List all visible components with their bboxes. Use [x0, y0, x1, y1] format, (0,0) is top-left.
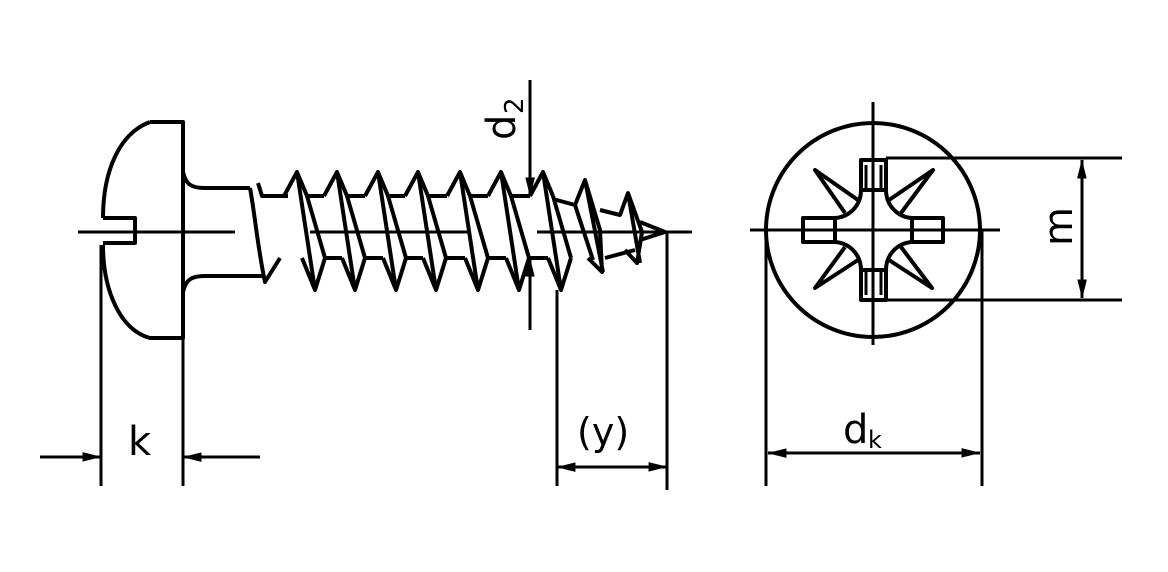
label-dk: d — [843, 407, 868, 453]
thread-tooth — [511, 194, 548, 260]
dimension-m: m — [886, 156, 1122, 302]
thread-tooth — [322, 170, 367, 292]
thread-tooth — [282, 170, 327, 292]
dimension-dk: d k — [764, 230, 984, 486]
thread-tooth — [363, 170, 408, 292]
label-d2-sub: 2 — [500, 97, 530, 114]
screw-neck — [181, 171, 262, 293]
dimension-k: k — [40, 245, 260, 486]
thread-tooth — [248, 187, 282, 284]
thread-tooth — [486, 170, 531, 292]
thread-tooth — [528, 170, 573, 292]
label-dk-sub: k — [868, 426, 882, 454]
label-d2: d — [479, 115, 525, 140]
screw-head-side — [101, 120, 185, 340]
thread-tooth — [388, 194, 423, 260]
dimension-y: (y) — [555, 232, 669, 490]
dimension-d2: d 2 — [479, 80, 535, 330]
label-y: (y) — [577, 410, 629, 454]
thread-tooth — [428, 194, 465, 260]
pozidriv-recess-icon — [801, 158, 945, 302]
thread-tooth — [470, 194, 506, 260]
thread-tooth — [307, 194, 342, 260]
thread-tooth — [347, 194, 383, 260]
screw-head-top — [750, 102, 1000, 345]
label-k: k — [128, 419, 152, 465]
thread-tooth — [256, 182, 288, 198]
thread-tooth — [403, 170, 448, 292]
thread-tooth — [599, 191, 644, 265]
thread-tooth — [445, 170, 490, 292]
label-m: m — [1036, 207, 1082, 246]
